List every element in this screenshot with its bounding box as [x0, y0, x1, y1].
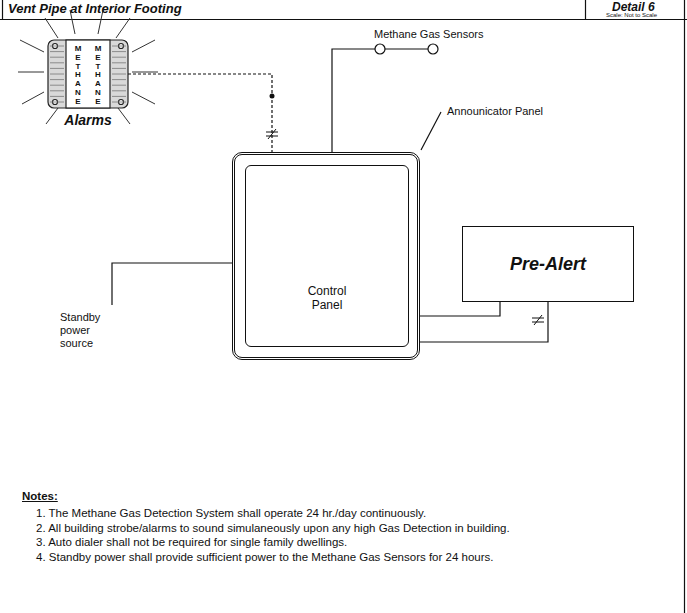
box-label: Pre-Alert — [463, 227, 633, 301]
announciator-panel: Announicator PanelControl Panel — [232, 152, 420, 360]
strobe-rays — [18, 10, 158, 124]
strobe-rays — [132, 92, 155, 104]
pre-alert-box: Pre-Alert — [462, 226, 634, 302]
strobe-grille — [50, 68, 64, 69]
strobe-rays — [22, 92, 44, 104]
strobe-rays — [20, 40, 44, 52]
strobe-housing — [48, 40, 128, 108]
note-text: 1. The Methane Gas Detection System shal… — [36, 506, 636, 521]
alarm-strobe: METHANEMETHANEAlarms — [66, 40, 110, 108]
strobe-grille — [112, 57, 126, 58]
strobe-grille — [50, 46, 64, 47]
strobe-grille — [112, 79, 126, 80]
frame-line — [585, 0, 586, 19]
strobe-grille — [50, 51, 64, 52]
sensor-label: Methane Gas Sensors — [374, 28, 483, 40]
control-panel: Control Panel — [245, 165, 409, 347]
note-text: 2. All building strobe/alarms to sound s… — [36, 521, 636, 536]
wire — [112, 263, 232, 305]
signal-wire — [409, 302, 548, 342]
detail-number: Detail 6 — [612, 0, 655, 14]
sensor-circle — [375, 44, 385, 54]
alarm-face-text: METHANE — [74, 45, 82, 107]
strobe-grille — [50, 79, 64, 80]
notes-list: 1. The Methane Gas Detection System shal… — [36, 506, 636, 564]
strobe-grille — [50, 85, 64, 86]
strobe-grille — [50, 46, 126, 102]
signal-wire — [128, 74, 272, 152]
strobe-grille — [50, 62, 64, 63]
strobe-rays — [45, 18, 58, 38]
strobe-rays — [132, 72, 158, 73]
alarm-face-text: METHANE — [94, 45, 102, 107]
strobe-grille — [112, 74, 126, 75]
panel-label: Announicator Panel — [447, 105, 543, 117]
strobe-grille — [50, 57, 64, 58]
strobe-rays — [46, 108, 58, 124]
sensor-circle — [428, 44, 438, 54]
strobe-grille — [112, 90, 126, 91]
strobe-grille — [112, 62, 126, 63]
strobe-rays — [132, 40, 155, 52]
strobe-housing — [48, 40, 128, 108]
alarm-label: Alarms — [54, 112, 122, 128]
frame-line — [684, 0, 685, 613]
frame-line — [0, 19, 687, 20]
drawing-title: Vent Pipe at Interior Footing — [8, 1, 182, 16]
signal-wire — [332, 49, 366, 152]
strobe-grille — [50, 96, 64, 97]
scale-note: Scale: Not to Scale — [606, 12, 657, 18]
power-label: Standby power source — [60, 311, 114, 350]
cable-break-mark — [534, 315, 542, 325]
frame-line — [2, 0, 3, 19]
note-text: 4. Standby power shall provide sufficien… — [36, 550, 636, 565]
strobe-rays — [18, 72, 44, 73]
strobe-grille — [112, 102, 126, 103]
strobe-rays — [118, 108, 130, 124]
strobe-grille — [50, 74, 64, 75]
sensor-symbol — [366, 43, 476, 55]
strobe-grille — [112, 46, 126, 47]
strobe-grille — [112, 51, 126, 52]
strobe-grille — [112, 68, 126, 69]
strobe-rays — [116, 18, 130, 38]
cable-break-mark — [532, 322, 544, 323]
strobe-housing — [66, 40, 110, 108]
strobe-grille — [112, 85, 126, 86]
notes-heading: Notes: — [22, 490, 58, 502]
cable-break-mark — [532, 318, 544, 319]
wire — [421, 112, 441, 150]
panel-label: Control Panel — [246, 284, 408, 312]
gas-sensor: Methane Gas Sensors — [366, 28, 476, 56]
strobe-grille — [50, 102, 64, 103]
strobe-grille — [112, 96, 126, 97]
strobe-grille — [50, 90, 64, 91]
note-text: 3. Auto dialer shall not be required for… — [36, 535, 636, 550]
